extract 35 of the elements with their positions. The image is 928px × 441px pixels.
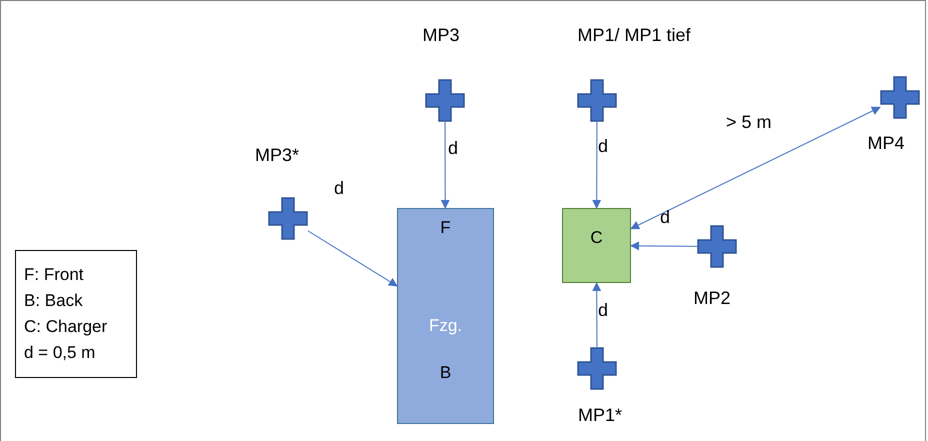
point-label: MP1/ MP1 tief xyxy=(577,26,691,44)
edge-label: d xyxy=(334,179,344,197)
arrow xyxy=(592,122,602,209)
cross-marker xyxy=(268,197,308,240)
edge-label: d xyxy=(660,208,670,226)
cross-marker xyxy=(697,225,737,268)
edge-label: > 5 m xyxy=(726,113,772,131)
charger-box xyxy=(562,208,631,283)
arrow xyxy=(630,241,698,250)
point-label: MP3* xyxy=(255,146,299,164)
edge-label: d xyxy=(448,139,458,157)
edge-label: d xyxy=(598,137,608,155)
arrow xyxy=(592,282,602,348)
point-label: MP3 xyxy=(422,26,460,44)
arrow xyxy=(440,122,450,209)
point-label: MP4 xyxy=(868,134,904,152)
key-entry: F: Front xyxy=(24,264,85,286)
vehicle-label: Fzg. xyxy=(428,317,462,334)
key-entry: d = 0,5 m xyxy=(24,342,96,364)
key-entry: C: Charger xyxy=(24,316,108,338)
cross-marker xyxy=(577,347,617,390)
key-entry: B: Back xyxy=(24,290,84,312)
edge-label: d xyxy=(598,301,608,319)
arrow xyxy=(308,230,398,286)
cross-marker xyxy=(577,79,617,122)
cross-marker xyxy=(425,79,465,122)
key-box xyxy=(15,250,137,378)
point-label: MP2 xyxy=(694,289,730,307)
charger-label: C xyxy=(590,229,603,249)
side-label: B xyxy=(440,364,452,381)
arrow xyxy=(630,106,881,230)
side-label: F xyxy=(440,219,451,236)
cross-marker xyxy=(880,76,920,119)
vehicle-box xyxy=(397,208,494,424)
point-label: MP1* xyxy=(578,406,622,424)
